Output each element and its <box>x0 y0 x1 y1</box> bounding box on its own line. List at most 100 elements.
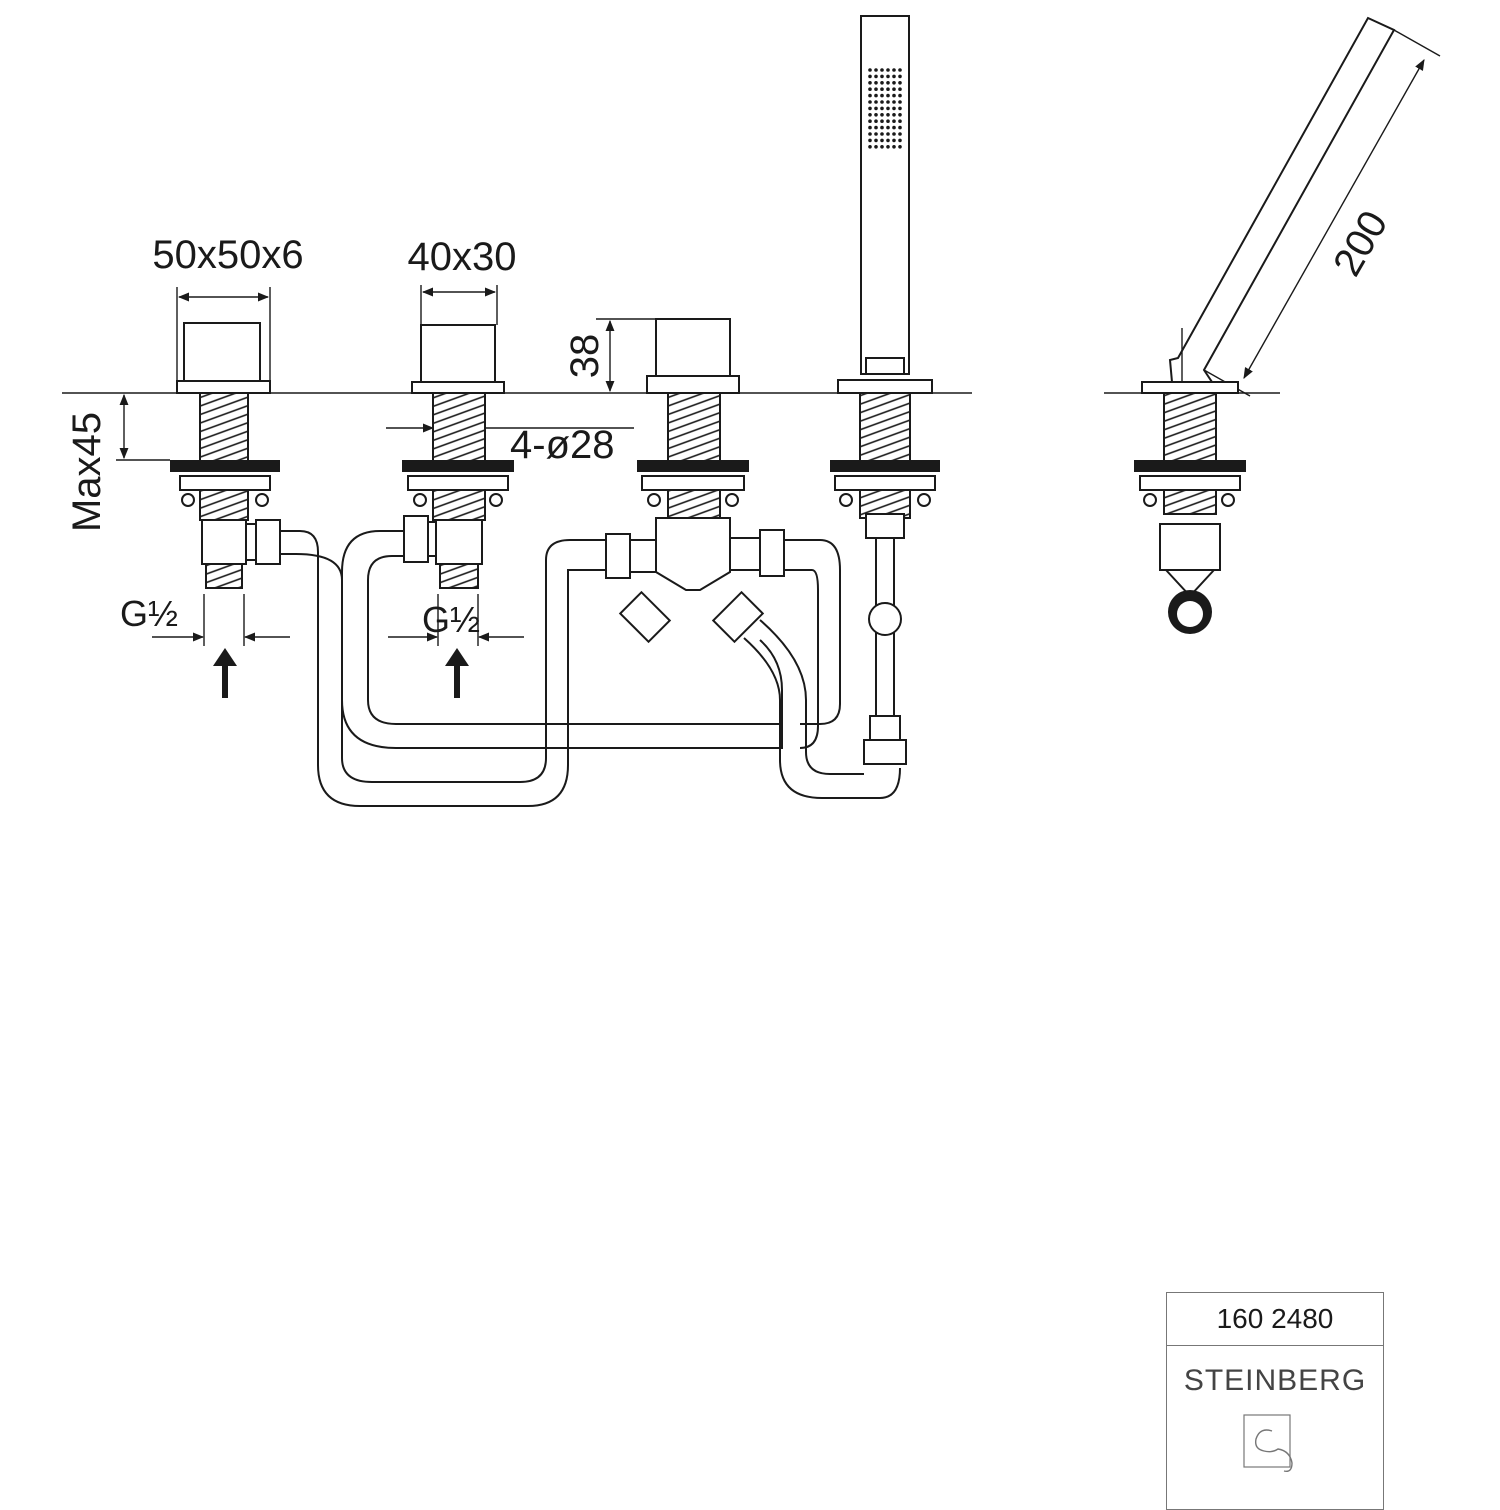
fittings <box>245 515 785 644</box>
nozzle-dot <box>898 93 902 98</box>
nozzle-dot <box>886 106 890 111</box>
nozzle-dot <box>868 74 872 79</box>
nozzle-dot <box>898 100 902 104</box>
title-block: 160 2480 STEINBERG <box>1166 1292 1384 1510</box>
hoses <box>280 530 901 807</box>
dimension-lines <box>116 285 656 646</box>
nozzle-dot <box>892 81 896 85</box>
nozzle-dot <box>880 106 884 111</box>
nozzle-dot <box>892 100 896 104</box>
nozzle-dot <box>898 113 902 117</box>
nozzle-dot <box>880 100 884 104</box>
nozzle-dot <box>868 125 872 130</box>
nozzle-dot <box>898 106 902 111</box>
nozzle-dot <box>892 93 896 98</box>
diverter <box>637 318 749 591</box>
nozzle-dot <box>874 93 878 98</box>
dim-inlet-right: G½ <box>422 599 480 640</box>
nozzle-dot <box>892 113 896 117</box>
arrow-up-icon <box>445 648 469 698</box>
nozzle-dot <box>886 113 890 117</box>
nozzle-dot <box>880 81 884 85</box>
nozzle-dot <box>898 74 902 79</box>
nozzle-dot <box>868 106 872 111</box>
nozzle-dot <box>898 138 902 143</box>
shower-nozzle-grid <box>868 68 902 149</box>
hand-shower <box>830 15 940 765</box>
nozzle-dot <box>868 93 872 98</box>
nozzle-dot <box>874 68 878 72</box>
nozzle-dot <box>880 93 884 98</box>
nozzle-dot <box>880 113 884 117</box>
nozzle-dot <box>880 125 884 130</box>
nozzle-dot <box>880 74 884 79</box>
nozzle-dot <box>886 138 890 143</box>
nozzle-dot <box>892 145 896 149</box>
dim-handle-small: 40x30 <box>408 235 517 279</box>
nozzle-dot <box>868 119 872 123</box>
nozzle-dot <box>898 132 902 136</box>
dim-inlet-left: G½ <box>120 593 178 634</box>
steinberg-logo-icon <box>1243 1414 1293 1473</box>
nozzle-dot <box>880 138 884 143</box>
brand-name: STEINBERG <box>1183 1364 1367 1397</box>
nozzle-dot <box>874 125 878 130</box>
nozzle-dot <box>898 145 902 149</box>
side-view-shower <box>1134 16 1441 634</box>
nozzle-dot <box>892 138 896 143</box>
dim-deck-max: Max45 <box>65 412 109 532</box>
nozzle-dot <box>868 100 872 104</box>
nozzle-dot <box>880 87 884 91</box>
nozzle-dot <box>874 100 878 104</box>
dim-diverter-height: 38 <box>563 334 607 379</box>
nozzle-dot <box>886 119 890 123</box>
nozzle-dot <box>898 68 902 72</box>
nozzle-dot <box>892 87 896 91</box>
nozzle-dot <box>880 68 884 72</box>
nozzle-dot <box>898 125 902 130</box>
nozzle-dot <box>892 68 896 72</box>
nozzle-dot <box>880 132 884 136</box>
nozzle-dot <box>892 74 896 79</box>
nozzle-dot <box>886 68 890 72</box>
nozzle-dot <box>886 74 890 79</box>
nozzle-dot <box>898 119 902 123</box>
nozzle-dot <box>868 113 872 117</box>
nozzle-dot <box>868 145 872 149</box>
nozzle-dot <box>874 145 878 149</box>
nozzle-dot <box>868 68 872 72</box>
dim-handle-large: 50x50x6 <box>152 233 303 277</box>
nozzle-dot <box>886 87 890 91</box>
nozzle-dot <box>892 119 896 123</box>
nozzle-dot <box>874 87 878 91</box>
nozzle-dot <box>880 119 884 123</box>
valve-left <box>170 322 280 589</box>
dim-holes: 4-ø28 <box>510 423 615 467</box>
nozzle-dot <box>892 106 896 111</box>
nozzle-dot <box>886 100 890 104</box>
nozzle-dot <box>874 138 878 143</box>
nozzle-dot <box>868 132 872 136</box>
nozzle-dot <box>886 93 890 98</box>
nozzle-dot <box>874 119 878 123</box>
arrow-up-icon <box>213 648 237 698</box>
nozzle-dot <box>886 145 890 149</box>
nozzle-dot <box>868 81 872 85</box>
nozzle-dot <box>874 106 878 111</box>
nozzle-dot <box>868 138 872 143</box>
nozzle-dot <box>874 74 878 79</box>
nozzle-dot <box>886 132 890 136</box>
nozzle-dot <box>892 125 896 130</box>
nozzle-dot <box>898 87 902 91</box>
article-number: 160 2480 <box>1167 1293 1383 1346</box>
nozzle-dot <box>874 81 878 85</box>
nozzle-dot <box>886 125 890 130</box>
nozzle-dot <box>874 113 878 117</box>
nozzle-dot <box>886 81 890 85</box>
nozzle-dot <box>874 132 878 136</box>
nozzle-dot <box>868 87 872 91</box>
nozzle-dot <box>880 145 884 149</box>
nozzle-dot <box>898 81 902 85</box>
nozzle-dot <box>892 132 896 136</box>
